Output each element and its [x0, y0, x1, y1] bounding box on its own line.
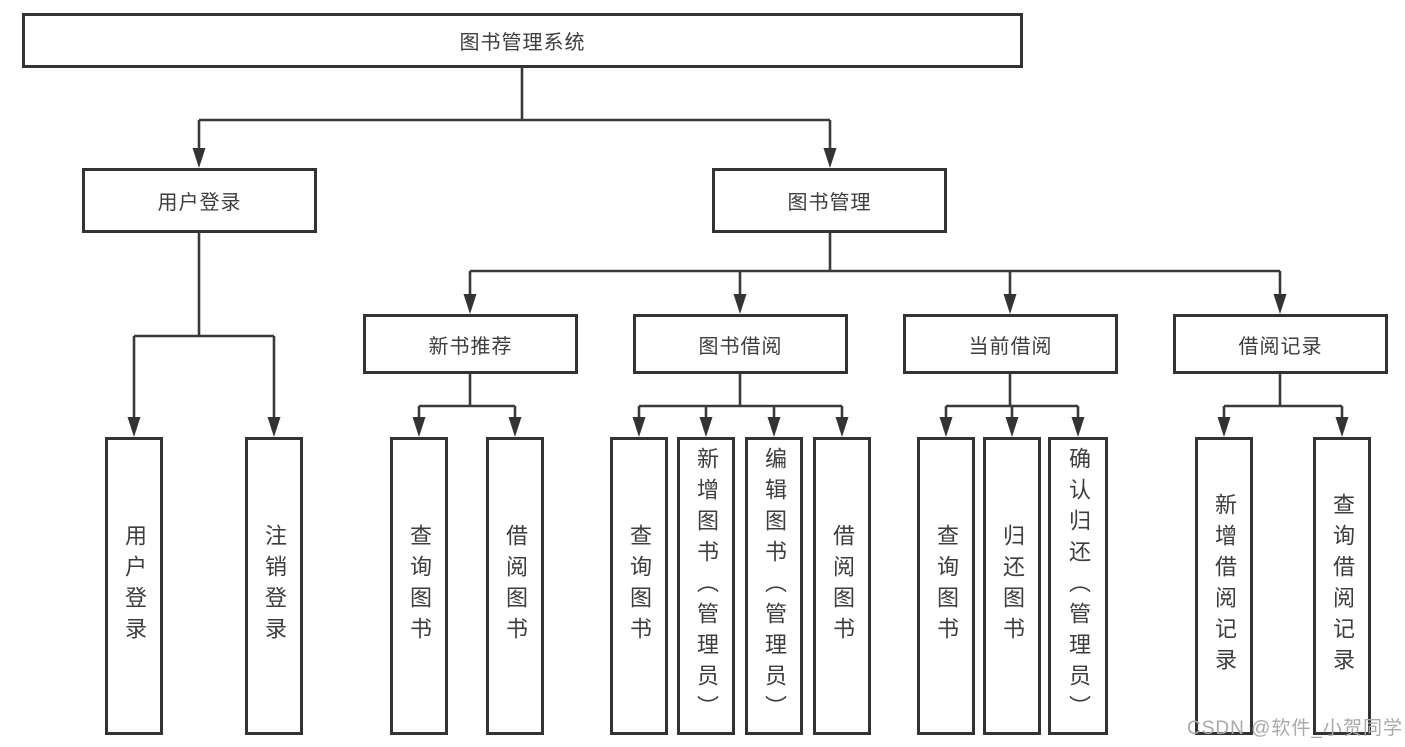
- leaf-records-query-record: 查询借阅记录: [1313, 437, 1371, 735]
- leaf-newrec-query-books-label: 查询图书: [407, 524, 432, 648]
- node-borrow-records-label: 借阅记录: [1238, 335, 1323, 358]
- node-borrow-records: 借阅记录: [1173, 314, 1388, 374]
- leaf-borrow-edit-books-admin: 编辑图书（管理员）: [745, 437, 803, 735]
- leaf-logout: 注销登录: [245, 437, 303, 735]
- node-book-mgmt-label: 图书管理: [787, 192, 872, 214]
- leaf-borrow-add-books-admin: 新增图书（管理员）: [677, 437, 735, 735]
- node-new-book-rec: 新书推荐: [363, 314, 578, 374]
- leaf-borrow-edit-books-admin-label: 编辑图书（管理员）: [762, 446, 787, 726]
- node-user-login-label: 用户登录: [157, 192, 242, 214]
- node-root-label: 图书管理系统: [459, 32, 586, 54]
- node-book-borrow: 图书借阅: [633, 314, 848, 374]
- leaf-borrow-add-books-admin-label: 新增图书（管理员）: [694, 446, 719, 726]
- leaf-user-login: 用户登录: [105, 437, 163, 735]
- leaf-borrow-borrow-books-label: 借阅图书: [830, 524, 855, 648]
- leaf-current-query-books: 查询图书: [917, 437, 975, 735]
- leaf-records-add-record-label: 新增借阅记录: [1212, 493, 1237, 679]
- leaf-borrow-query-books-label: 查询图书: [627, 524, 652, 648]
- node-root: 图书管理系统: [22, 13, 1023, 68]
- leaf-current-confirm-return-admin: 确认归还（管理员）: [1048, 437, 1108, 735]
- node-user-login: 用户登录: [82, 168, 317, 233]
- leaf-current-query-books-label: 查询图书: [934, 524, 959, 648]
- watermark: CSDN @软件_小贺同学: [1187, 718, 1403, 739]
- node-book-borrow-label: 图书借阅: [698, 335, 783, 358]
- leaf-current-return-books: 归还图书: [983, 437, 1041, 735]
- leaf-newrec-borrow-books: 借阅图书: [486, 437, 544, 735]
- leaf-current-return-books-label: 归还图书: [1000, 524, 1025, 648]
- leaf-records-add-record: 新增借阅记录: [1195, 437, 1253, 735]
- node-book-mgmt: 图书管理: [712, 168, 947, 233]
- leaf-newrec-borrow-books-label: 借阅图书: [503, 524, 528, 648]
- leaf-borrow-query-books: 查询图书: [610, 437, 668, 735]
- leaf-logout-label: 注销登录: [262, 524, 287, 648]
- leaf-user-login-label: 用户登录: [122, 524, 147, 648]
- node-new-book-rec-label: 新书推荐: [428, 335, 513, 358]
- node-current-borrow-label: 当前借阅: [968, 335, 1053, 358]
- leaf-newrec-query-books: 查询图书: [390, 437, 448, 735]
- node-current-borrow: 当前借阅: [903, 314, 1118, 374]
- leaf-borrow-borrow-books: 借阅图书: [813, 437, 871, 735]
- leaf-records-query-record-label: 查询借阅记录: [1330, 493, 1355, 679]
- leaf-current-confirm-return-admin-label: 确认归还（管理员）: [1066, 446, 1091, 726]
